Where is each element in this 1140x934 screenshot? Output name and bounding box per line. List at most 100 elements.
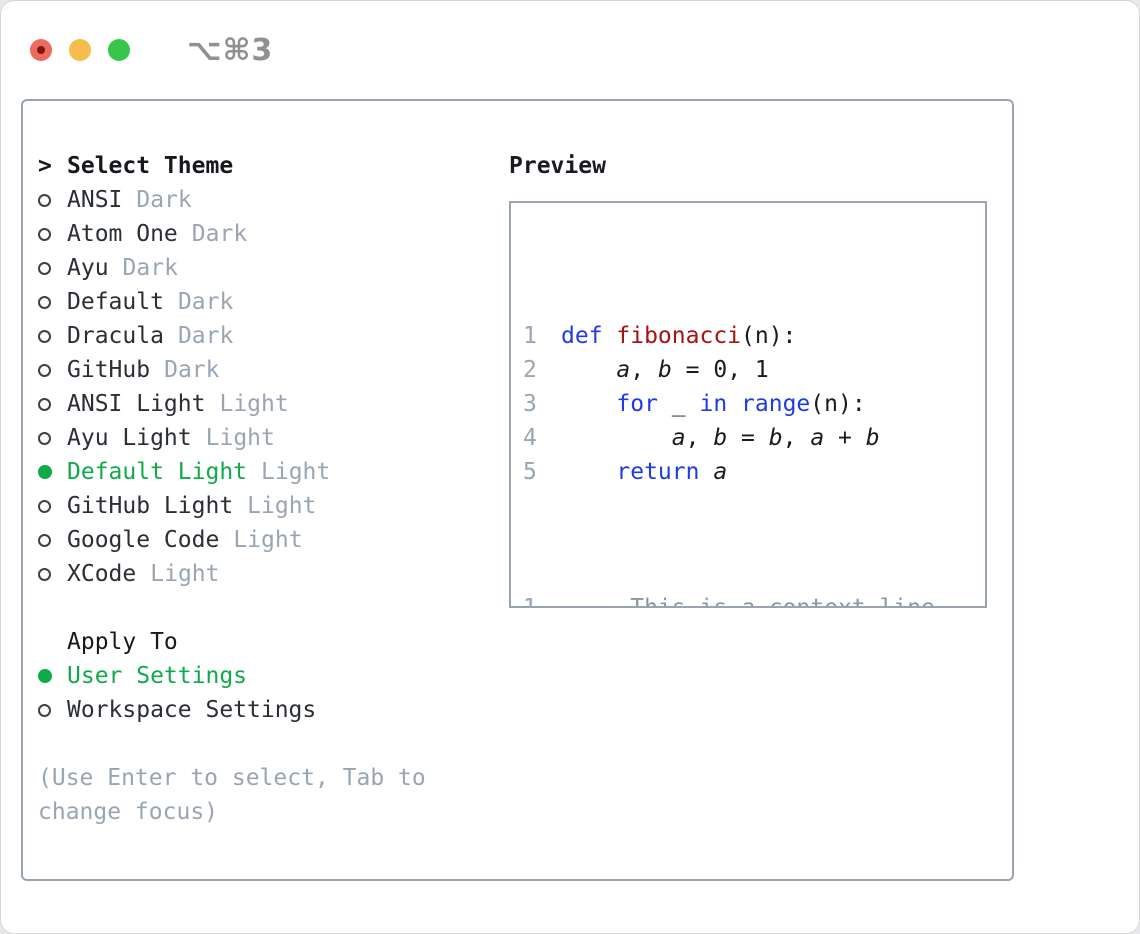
code-token: , <box>782 425 811 451</box>
code-token: for <box>616 391 658 417</box>
radio-icon <box>38 227 67 241</box>
cursor-icon: > <box>38 153 52 179</box>
code-token: _ <box>657 391 700 417</box>
radio-circle <box>38 261 51 275</box>
code-token <box>561 387 616 421</box>
radio-circle <box>38 329 51 343</box>
traffic-light-minimize-button[interactable] <box>69 39 91 61</box>
radio-icon <box>38 567 67 581</box>
theme-option-github-light[interactable]: GitHub Light Light <box>38 489 509 523</box>
preview-title: Preview <box>509 153 606 179</box>
window-shortcut-label: ⌥⌘3 <box>187 32 274 68</box>
code-line: 4 a, b = b, a + b <box>523 421 985 455</box>
code-line: 5 return a <box>523 455 985 489</box>
code-token <box>561 421 672 455</box>
radio-selected-icon <box>38 669 67 683</box>
apply-to-title: Apply To <box>67 629 178 655</box>
radio-icon <box>38 397 67 411</box>
theme-variant-badge: Light <box>233 527 303 553</box>
theme-variant-badge: Dark <box>164 357 220 383</box>
cursor-marker: > <box>38 149 67 183</box>
theme-name: GitHub Light <box>67 493 234 519</box>
code-token: + <box>824 425 866 451</box>
theme-variant-badge: Dark <box>136 187 192 213</box>
titlebar: ⌥⌘3 <box>1 1 1139 73</box>
radio-icon <box>38 499 67 513</box>
code-token: return <box>616 459 700 485</box>
code-line: 2 a, b = 0, 1 <box>523 353 985 387</box>
theme-name: Ayu Light <box>67 425 192 451</box>
code-line: 3 for _ in range(n): <box>523 387 985 421</box>
apply-option-label: Workspace Settings <box>67 697 317 723</box>
radio-circle <box>38 533 51 547</box>
theme-name: Default Light <box>67 459 248 485</box>
theme-option-ansi[interactable]: ANSI Dark <box>38 183 509 217</box>
theme-name: GitHub <box>67 357 151 383</box>
code-token: = 0, 1 <box>671 357 769 383</box>
code-token: a <box>713 459 728 485</box>
code-token <box>561 455 616 489</box>
radio-icon <box>38 261 67 275</box>
radio-icon <box>38 533 67 547</box>
theme-option-ayu-light[interactable]: Ayu Light Light <box>38 421 509 455</box>
diff-line: 1 This is a context line. <box>523 591 985 608</box>
radio-circle <box>38 499 51 513</box>
line-number: 4 <box>523 425 537 451</box>
radio-icon <box>38 329 67 343</box>
spacer <box>38 591 509 625</box>
apply-option-workspace-settings[interactable]: Workspace Settings <box>38 693 509 727</box>
theme-option-atom-one[interactable]: Atom One Dark <box>38 217 509 251</box>
apply-option-user-settings[interactable]: User Settings <box>38 659 509 693</box>
theme-name: ANSI Light <box>67 391 206 417</box>
radio-circle <box>38 227 51 241</box>
code-token <box>561 353 616 387</box>
theme-variant-badge: Dark <box>122 255 178 281</box>
radio-selected-icon <box>38 465 67 479</box>
theme-option-ayu[interactable]: Ayu Dark <box>38 251 509 285</box>
traffic-light-close-button[interactable] <box>30 39 52 61</box>
theme-name: ANSI <box>67 187 123 213</box>
hint-text: (Use Enter to select, Tab to change focu… <box>38 765 426 825</box>
theme-name: Atom One <box>67 221 178 247</box>
radio-circle <box>38 295 51 309</box>
theme-name: Default <box>67 289 164 315</box>
code-token: fibonacci <box>616 323 742 349</box>
theme-option-github[interactable]: GitHub Dark <box>38 353 509 387</box>
theme-variant-badge: Dark <box>177 289 234 315</box>
theme-name: Ayu <box>67 255 109 281</box>
code-token: a <box>616 357 631 383</box>
radio-circle <box>38 465 52 479</box>
code-token: b <box>713 425 728 451</box>
radio-circle <box>38 567 51 581</box>
theme-variant-badge: Light <box>247 493 317 519</box>
theme-variant-badge: Dark <box>191 221 248 247</box>
radio-icon <box>38 363 67 377</box>
code-token: range <box>741 391 811 417</box>
code-token: a <box>810 425 825 451</box>
apply-to-header: Apply To <box>38 625 509 659</box>
code-token: b <box>865 425 880 451</box>
traffic-light-zoom-button[interactable] <box>108 39 130 61</box>
diff-preview: 1 This is a context line.2 - This line w… <box>523 591 985 608</box>
radio-circle <box>38 193 51 207</box>
theme-option-default[interactable]: Default Dark <box>38 285 509 319</box>
code-token: a <box>671 425 686 451</box>
select-theme-header: > Select Theme <box>38 149 509 183</box>
theme-variant-badge: Light <box>205 425 275 451</box>
code-token: context line. <box>754 595 949 608</box>
radio-icon <box>38 431 67 445</box>
